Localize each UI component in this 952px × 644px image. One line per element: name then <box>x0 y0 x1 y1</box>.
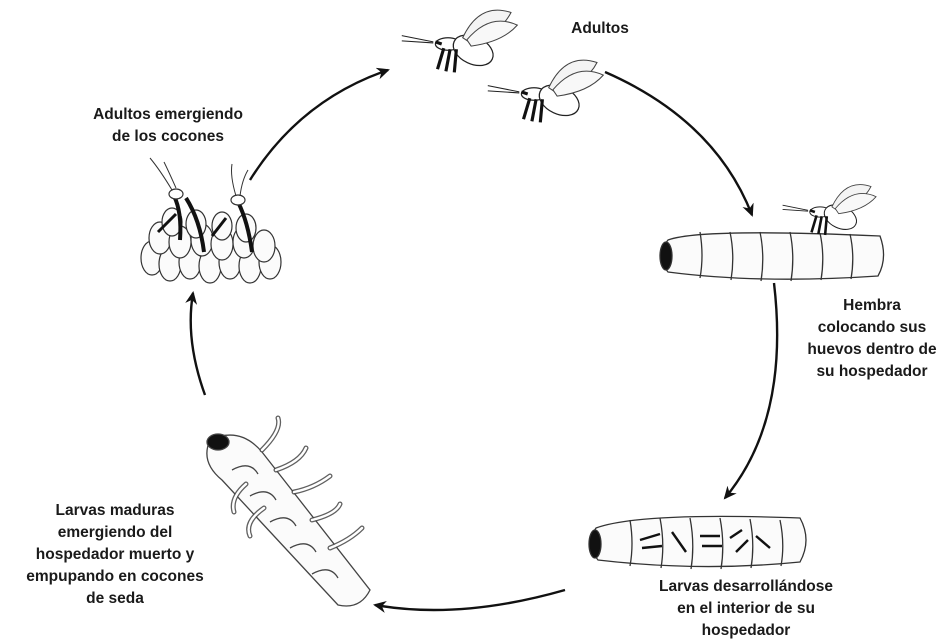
mature-larvae-illustration <box>207 418 370 606</box>
arrow-adults-to-female <box>605 72 752 215</box>
label-adults: Adultos <box>540 18 660 40</box>
cocoons-with-adults-illustration <box>141 158 281 283</box>
arrow-female-to-developing <box>725 283 777 498</box>
label-adults-emerging: Adultos emergiendo de los cocones <box>58 104 278 148</box>
host-caterpillar-with-larvae <box>589 516 806 569</box>
arrow-mature-to-emerging <box>191 293 205 395</box>
label-mature-larvae: Larvas maduras emergiendo del hospedador… <box>0 500 230 610</box>
label-larvae-developing: Larvas desarrollándose en el interior de… <box>626 576 866 642</box>
label-female-laying-eggs: Hembra colocando sus huevos dentro de su… <box>792 295 952 383</box>
arrow-developing-to-mature <box>375 590 565 610</box>
host-caterpillar-with-female <box>660 185 884 281</box>
